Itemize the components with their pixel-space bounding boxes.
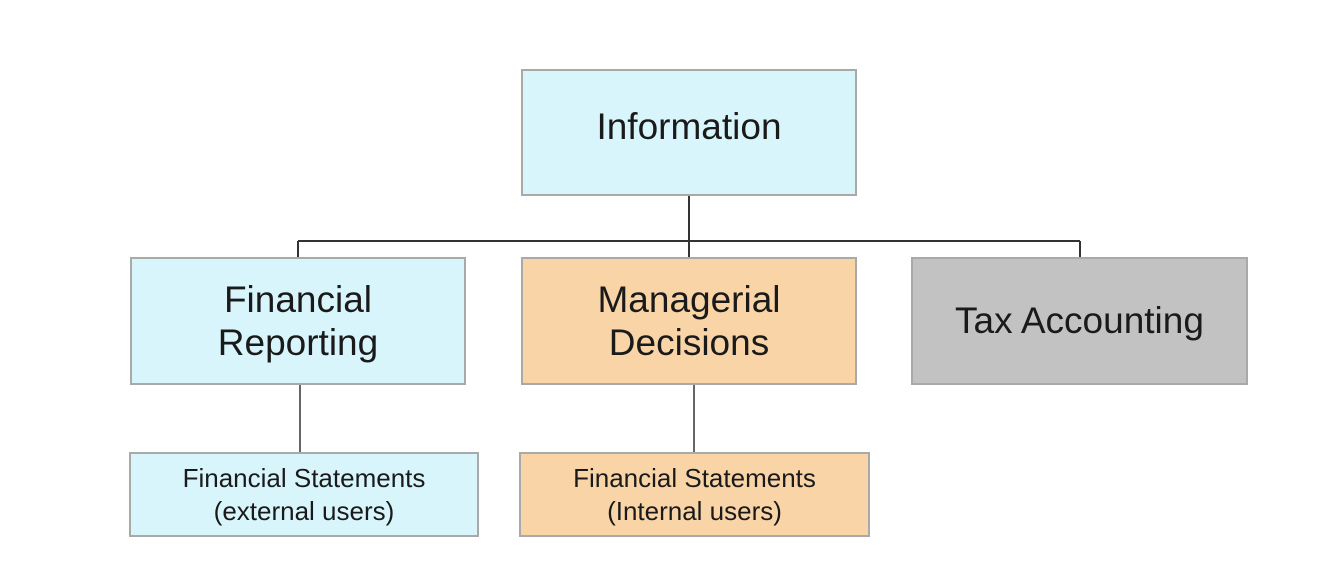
node-financial-statements-internal-label: Financial Statements (Internal users) — [573, 462, 816, 526]
node-financial-reporting-label: Financial Reporting — [217, 279, 379, 363]
node-financial-reporting: Financial Reporting — [130, 257, 466, 385]
node-managerial-decisions-label: Managerial Decisions — [597, 279, 781, 363]
node-financial-statements-external: Financial Statements (external users) — [129, 452, 479, 537]
node-tax-accounting: Tax Accounting — [911, 257, 1248, 385]
node-tax-accounting-label: Tax Accounting — [955, 299, 1204, 341]
node-information: Information — [521, 69, 857, 196]
node-managerial-decisions: Managerial Decisions — [521, 257, 857, 385]
node-information-label: Information — [596, 106, 782, 147]
node-financial-statements-external-label: Financial Statements (external users) — [182, 462, 426, 526]
node-financial-statements-internal: Financial Statements (Internal users) — [519, 452, 870, 537]
